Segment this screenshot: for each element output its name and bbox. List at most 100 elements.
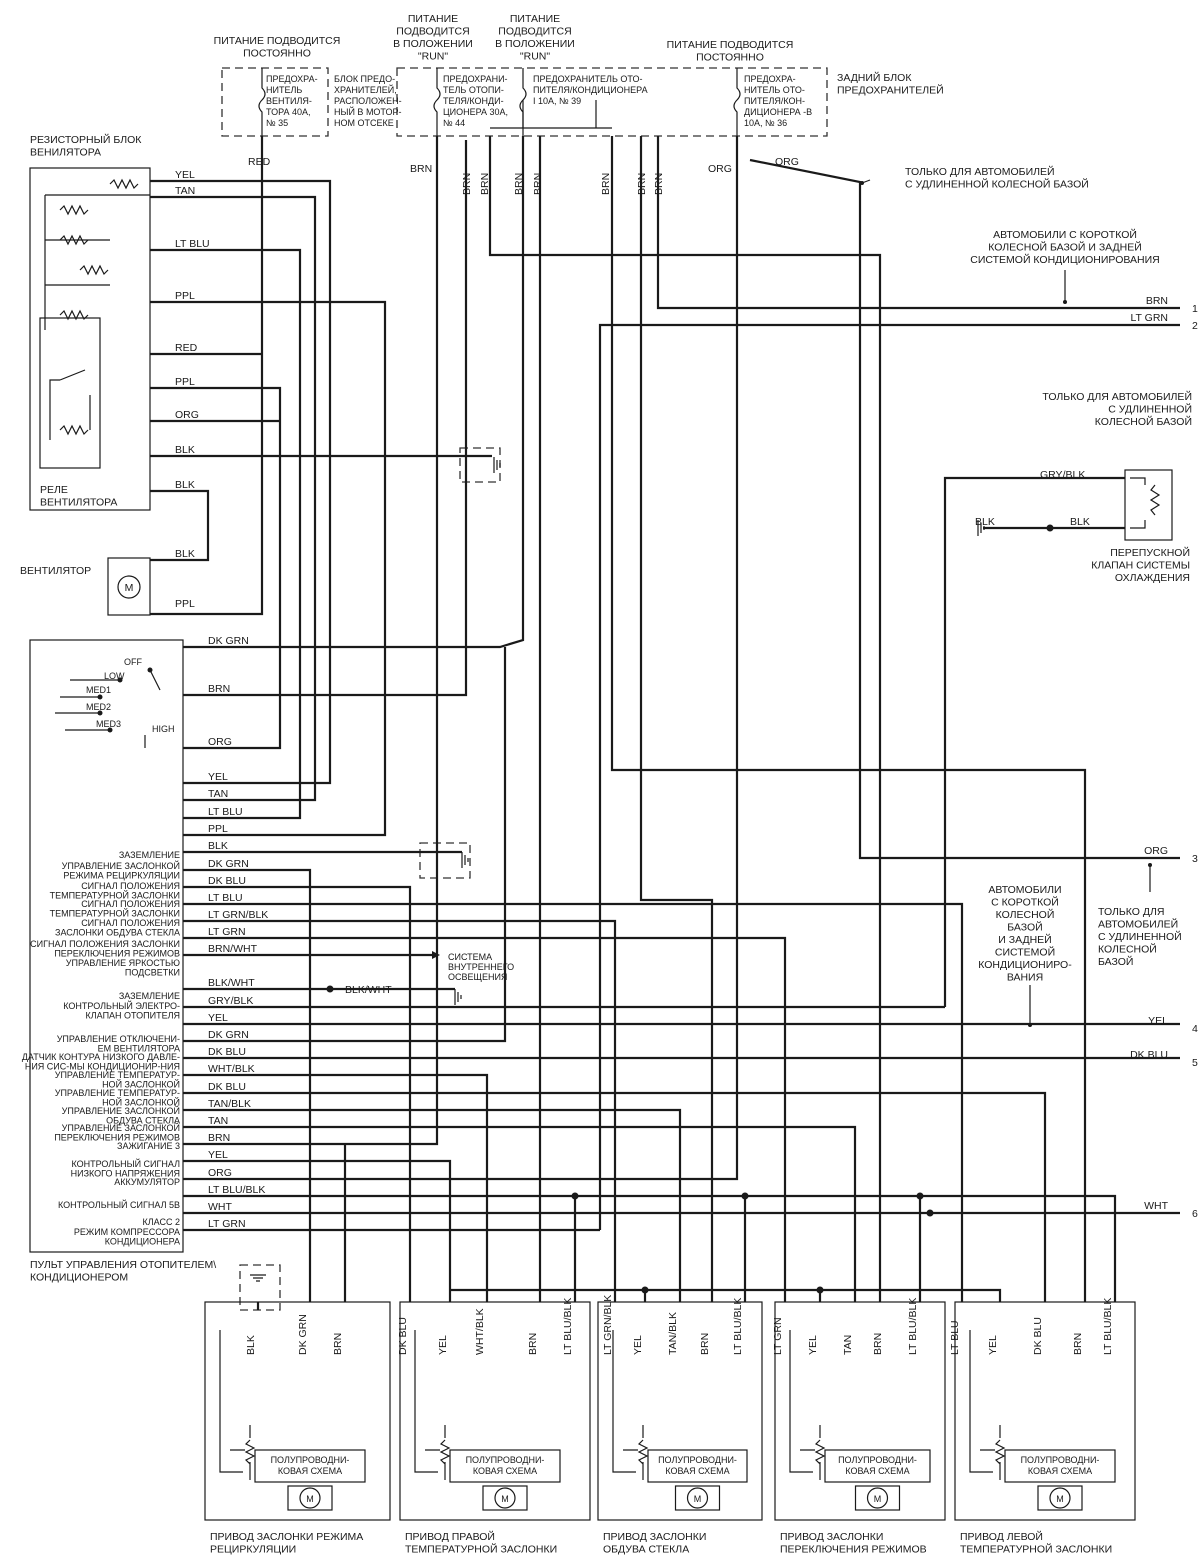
fuse-icon (433, 68, 441, 136)
chip-label: КОВАЯ СХЕМА (473, 1466, 537, 1476)
switch-position-label: MED3 (96, 719, 121, 729)
switch-position-label: MED1 (86, 685, 111, 695)
wire (639, 136, 714, 1302)
switch-contact (147, 667, 153, 673)
wire (598, 323, 1180, 1230)
wire-label: LT GRN (208, 926, 246, 938)
relay-title: ВЕНТИЛЯТОРА (40, 497, 117, 509)
fuse-label: ПРЕДОХРА- (266, 74, 318, 84)
resistor-icon (59, 204, 89, 216)
wire-label: BRN (653, 173, 665, 195)
ground-box-2 (419, 842, 471, 879)
wire (183, 902, 964, 1302)
fuse-label: ПРЕДОХРАНИТЕЛЬ ОТО- (533, 74, 642, 84)
wire-label: ORG (1144, 845, 1168, 857)
chip-label: КОВАЯ СХЕМА (278, 1466, 342, 1476)
fuse-label: I 10А, № 39 (533, 96, 581, 106)
motor-symbol: M (1056, 1494, 1064, 1504)
motor-icon (494, 1487, 516, 1509)
splice-dot (926, 1209, 934, 1217)
resistor-block (29, 167, 151, 511)
resistor-icon (59, 309, 89, 321)
actuator-caption: ТЕМПЕРАТУРНОЙ ЗАСЛОНКИ (405, 1543, 557, 1556)
valve-solenoid-icon (1130, 477, 1161, 529)
symbols (44, 68, 1161, 1521)
wire-label: LT BLU/BLK (208, 1184, 265, 1196)
actuator-motor-box (674, 1485, 721, 1511)
ground-icon (454, 989, 462, 1005)
power-note: ПИТАНИЕ ПОДВОДИТСЯ (214, 35, 341, 47)
power-note: ПОСТОЯННО (243, 48, 311, 60)
wire-label: BRN (513, 173, 525, 195)
engine-fuse-block (221, 67, 329, 137)
wire (183, 1125, 857, 1302)
fan-motor-icon (117, 575, 141, 599)
potentiometer-icon (219, 1330, 256, 1480)
arrowhead-icon (860, 181, 864, 185)
note-long-wheelbase: ТОЛЬКО ДЛЯ (1098, 906, 1164, 918)
fuse-label: ЦИОНЕРА 30А, (443, 107, 508, 117)
wire-label: BRN (479, 173, 491, 195)
wire (150, 195, 317, 802)
actuator-box (204, 1301, 391, 1521)
connector-number: 2 (1192, 320, 1198, 332)
wire-label: DK GRN (297, 1314, 309, 1355)
wire-label: DK BLU (208, 1081, 246, 1093)
chip-label: КОВАЯ СХЕМА (665, 1466, 729, 1476)
fuse-label: ПРЕДОХРА- (744, 74, 796, 84)
resistor-icon (109, 178, 139, 190)
wire (183, 1108, 682, 1302)
wire-label: PPL (175, 376, 195, 388)
wire-label: DK BLU (208, 1046, 246, 1058)
wire (488, 136, 882, 1302)
connector-number: 4 (1192, 1023, 1198, 1035)
actuator-box (774, 1301, 946, 1521)
wire-label: DK GRN (208, 858, 249, 870)
chip-label: КОВАЯ СХЕМА (1028, 1466, 1092, 1476)
fuse-label: ДИЦИОНЕРА -В (744, 107, 812, 117)
note-long-wheelbase: ТОЛЬКО ДЛЯ АВТОМОБИЛЕЙ (1042, 390, 1192, 403)
wire-label: BLK (175, 479, 195, 491)
connector-label: КОНТРОЛЬНЫЙ ЭЛЕКТРО- (63, 1000, 180, 1011)
wire (183, 1194, 1117, 1302)
wire-label: TAN (208, 788, 228, 800)
power-note: ПОДВОДИТСЯ (396, 26, 469, 38)
lighting-note: СИСТЕМА (448, 952, 492, 962)
connector-label: АККУМУЛЯТОР (114, 1177, 180, 1187)
wire (183, 1159, 452, 1302)
ground-icon (493, 457, 501, 473)
connector-label: УПРАВЛЕНИЕ ТЕМПЕРАТУР- (55, 1070, 180, 1080)
chip-box (449, 1449, 561, 1483)
wire (150, 300, 387, 837)
fuse-label: ТОРА 40А, (266, 107, 311, 117)
power-note: ПОДВОДИТСЯ (498, 26, 571, 38)
wire-label: LT BLU/BLK (907, 1298, 919, 1355)
fuse-label: НИТЕЛЬ (266, 85, 302, 95)
wire (150, 136, 264, 616)
wire-label: LT GRN (208, 1218, 246, 1230)
fuse-label: НОМ ОТСЕКЕ (334, 118, 394, 128)
resistor-icon (79, 264, 109, 276)
wire-label: LT BLU (208, 806, 243, 818)
wire (656, 136, 1180, 310)
fuse-label: № 44 (443, 118, 465, 128)
switch-contact (97, 694, 103, 700)
power-note: ПОСТОЯННО (696, 52, 764, 64)
connector-label: ЗАЗЕМЛЕНИЕ (119, 991, 180, 1001)
wire-label: TAN/BLK (667, 1312, 679, 1355)
connector-label: КЛАСС 2 (143, 1217, 180, 1227)
wire-label: YEL (632, 1335, 644, 1355)
chip-box (647, 1449, 748, 1483)
wire-label: LT GRN/BLK (602, 1295, 614, 1355)
fuse-label: ПИТЕЛЯ/КОН- (744, 96, 805, 106)
wire-label: LT BLU (175, 238, 210, 250)
connector-label: НИЗКОГО НАПРЯЖЕНИЯ (71, 1168, 180, 1178)
wire-label: GRY/BLK (1040, 469, 1085, 481)
motor-icon (686, 1487, 709, 1509)
wire (749, 158, 1180, 860)
connector-number: 3 (1192, 853, 1198, 865)
wire-label: LT BLU/BLK (1102, 1298, 1114, 1355)
arrowhead-icon (1063, 300, 1067, 304)
connector-label: ДАТЧИК КОНТУРА НИЗКОГО ДАВЛЕ- (22, 1052, 180, 1062)
actuator-box (597, 1301, 763, 1521)
